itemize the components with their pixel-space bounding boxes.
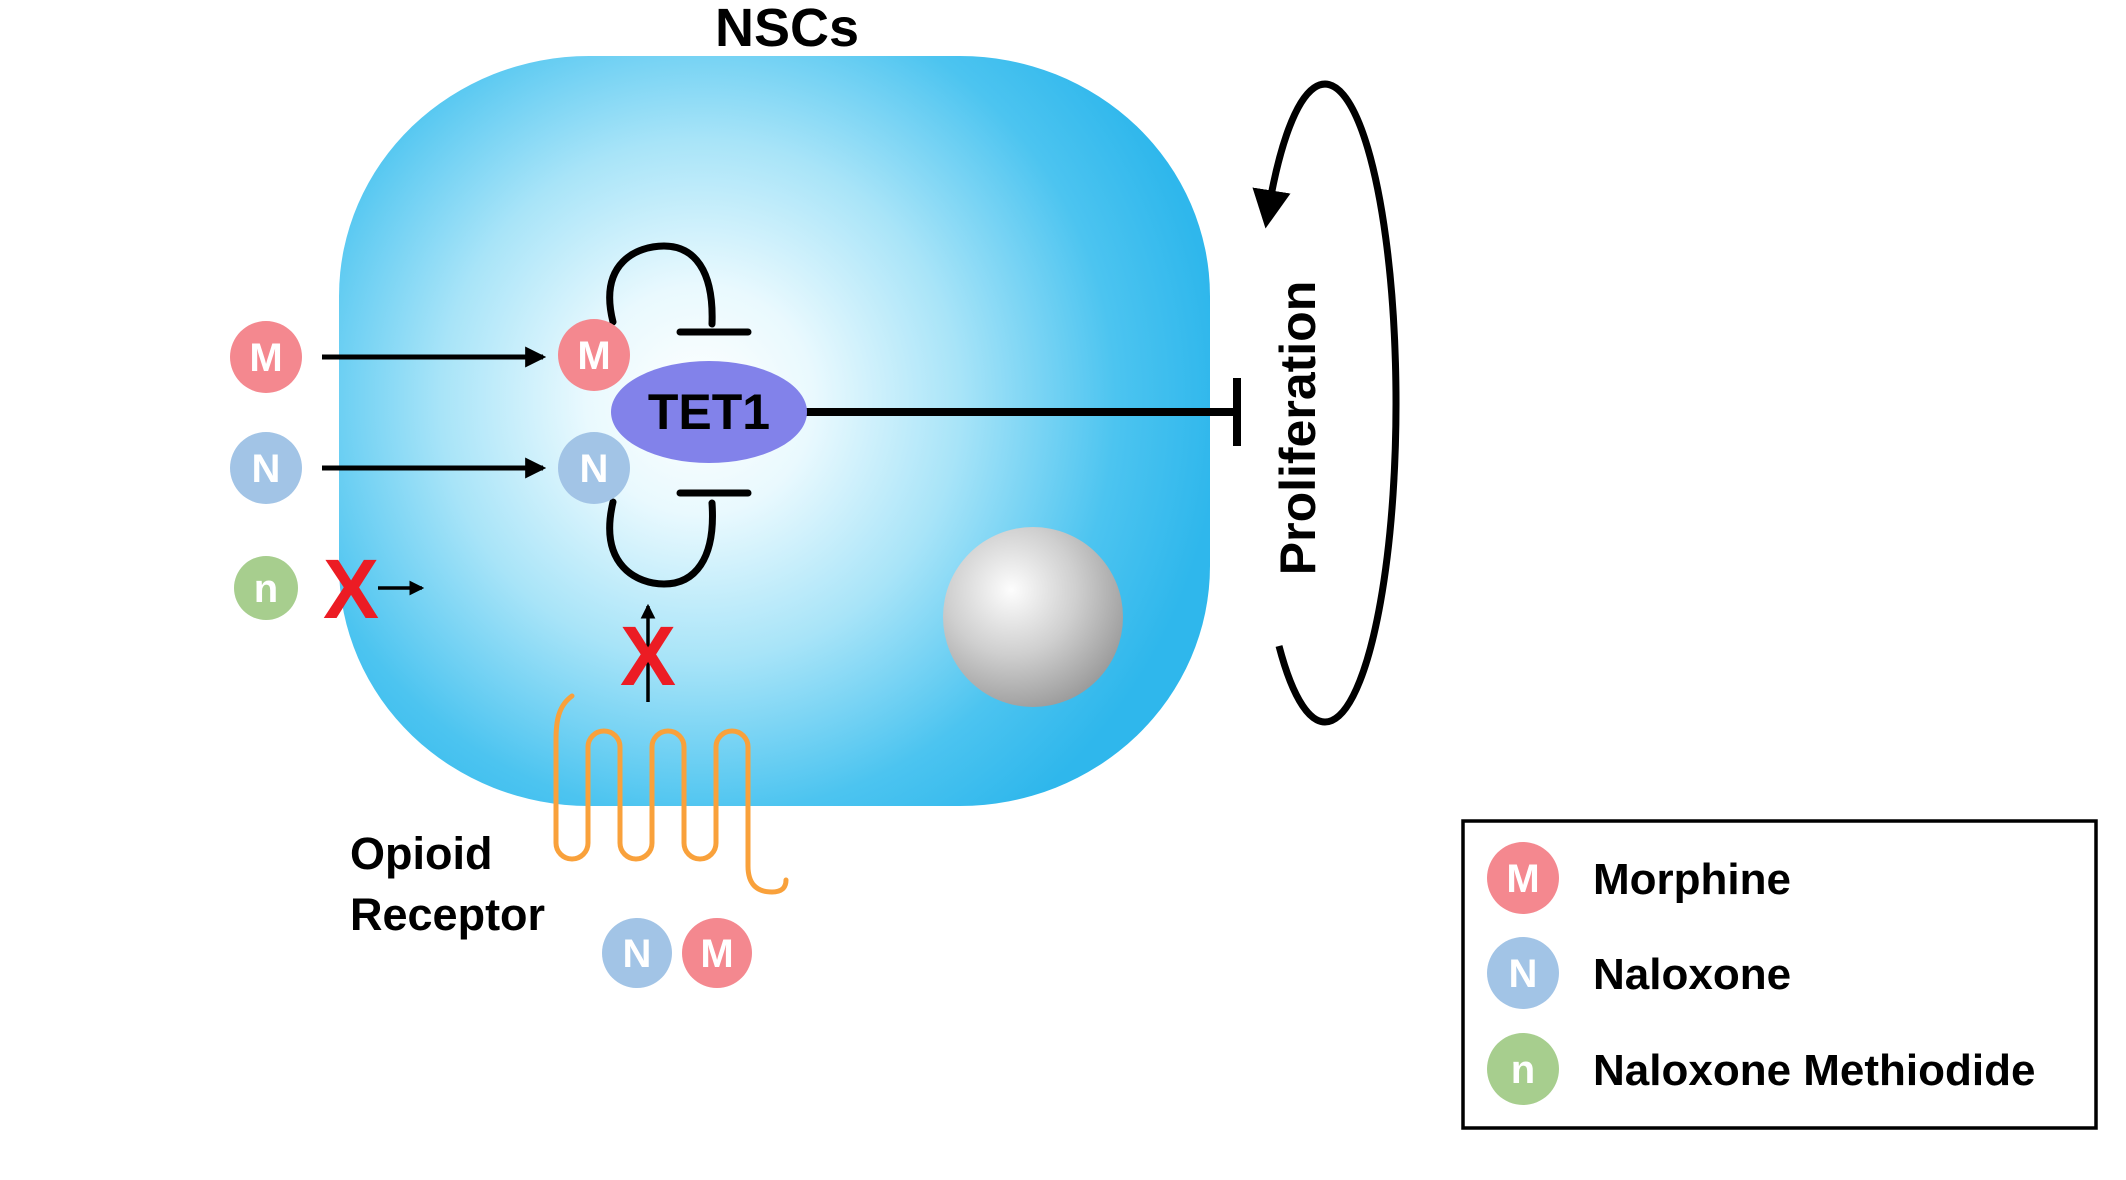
opioid-receptor-label-line1: Opioid <box>350 828 492 879</box>
legend-naloxone-methiodide-swatch <box>1487 1033 1559 1105</box>
naloxone-symbol-inner: N <box>580 447 609 491</box>
proliferation-cycle-arrow <box>1252 80 1400 726</box>
morphine-symbol-receptor: M <box>700 932 733 976</box>
naloxone-methiodide-symbol-outer: n <box>254 567 278 611</box>
legend-naloxone-symbol: N <box>1509 952 1538 996</box>
legend-naloxone-swatch <box>1487 937 1559 1009</box>
naloxone-symbol-receptor: N <box>623 932 652 976</box>
legend-morphine-swatch <box>1487 842 1559 914</box>
legend-naloxone-methiodide-label: Naloxone Methiodide <box>1593 1046 2035 1095</box>
naloxone-symbol-outer: N <box>252 447 281 491</box>
legend-item-naloxone: N Naloxone <box>1487 937 1791 1009</box>
nucleus-sphere <box>943 527 1123 707</box>
naloxone-circle-receptor <box>602 918 672 988</box>
legend-morphine-label: Morphine <box>1593 855 1791 904</box>
morphine-tet1-inhibition-loop <box>606 242 716 328</box>
morphine-symbol-inner: M <box>577 334 610 378</box>
legend-naloxone-label: Naloxone <box>1593 950 1791 999</box>
tet1-ellipse <box>611 361 807 463</box>
legend-morphine-symbol: M <box>1506 857 1539 901</box>
receptor-block-x: X <box>620 609 676 703</box>
naloxone-methiodide-circle-outer <box>234 556 298 620</box>
naloxone-circle-inner <box>558 432 630 504</box>
morphine-symbol-outer: M <box>249 336 282 380</box>
legend-box <box>1461 819 2098 1130</box>
opioid-receptor-squiggle <box>553 693 789 895</box>
legend-item-morphine: M Morphine <box>1487 842 1791 914</box>
proliferation-label: Proliferation <box>1270 281 1326 575</box>
morphine-circle-inner <box>558 319 630 391</box>
membrane-block-x: X <box>323 542 379 636</box>
morphine-circle-receptor <box>682 918 752 988</box>
morphine-circle-outer <box>230 321 302 393</box>
naloxone-tet1-inhibition-loop <box>606 498 716 588</box>
legend-item-naloxone-methiodide: n Naloxone Methiodide <box>1487 1033 2035 1105</box>
naloxone-circle-outer <box>230 432 302 504</box>
nscs-label: NSCs <box>715 0 859 58</box>
legend-naloxone-methiodide-symbol: n <box>1511 1048 1535 1092</box>
tet1-label: TET1 <box>648 384 770 440</box>
opioid-receptor-label-line2: Receptor <box>350 889 545 940</box>
